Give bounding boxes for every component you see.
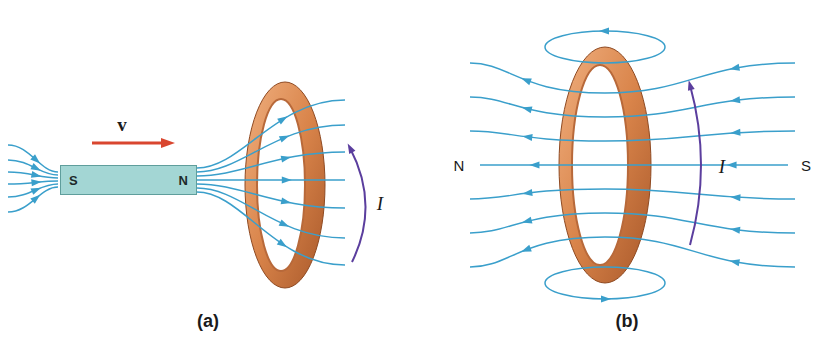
field-line <box>197 152 345 176</box>
pole-label: S <box>801 158 811 173</box>
field-line <box>470 213 795 233</box>
current-arrow <box>690 85 701 245</box>
current-label: I <box>377 194 383 213</box>
bar-magnet: SN <box>60 165 197 195</box>
arrow-head <box>727 162 737 169</box>
arrow-head <box>521 217 532 226</box>
arrow-head <box>522 133 533 141</box>
arrow-head <box>599 27 609 34</box>
arrow-head <box>31 171 42 180</box>
arrow-head <box>529 162 539 169</box>
field-line <box>470 97 795 117</box>
arrow-head <box>161 138 175 148</box>
arrow-head <box>282 177 292 184</box>
field-loop <box>545 267 665 299</box>
field-line <box>197 100 345 168</box>
field-line <box>480 164 788 166</box>
arrow-head <box>30 184 42 194</box>
arrow-head <box>729 64 740 73</box>
field-line <box>8 187 58 212</box>
arrow-head <box>730 96 741 104</box>
arrow-head <box>30 154 42 166</box>
arrow-head <box>730 129 740 137</box>
field-line <box>470 237 795 267</box>
arrow-head <box>31 178 42 186</box>
arrow-head <box>730 226 741 234</box>
current-label: I <box>719 157 725 176</box>
arrow-head <box>279 219 291 229</box>
arrow-head <box>520 75 532 85</box>
panel-label: (b) <box>616 312 639 330</box>
field-line <box>197 179 345 181</box>
arrow-head <box>729 257 740 266</box>
field-line <box>470 131 795 141</box>
arrow-head <box>521 104 532 113</box>
field-line <box>8 184 58 197</box>
arrow-head <box>277 239 289 250</box>
pole-label: N <box>454 158 465 173</box>
arrow-head <box>279 132 291 142</box>
arrow-head <box>281 197 292 206</box>
field-line <box>470 63 795 93</box>
arrow-head <box>277 113 289 124</box>
arrow-head <box>30 192 42 204</box>
field-loop <box>545 31 665 63</box>
pole-letter: N <box>179 173 188 188</box>
current-arrow <box>350 148 366 262</box>
panel-label: (a) <box>197 312 219 330</box>
arrow-head <box>345 142 356 154</box>
field-line <box>470 189 795 199</box>
ring-hole <box>257 99 305 271</box>
field-line <box>197 184 345 208</box>
field-line <box>197 125 345 172</box>
arrow-head <box>685 79 694 90</box>
velocity-label: v <box>117 115 127 134</box>
pole-letter: S <box>69 173 78 188</box>
arrow-head <box>281 154 292 163</box>
arrow-head <box>522 189 533 197</box>
field-line <box>197 188 345 238</box>
arrow-head <box>730 194 740 202</box>
copper-ring <box>245 82 325 288</box>
arrow-head <box>520 245 532 255</box>
arrow-head <box>601 295 611 302</box>
field-line <box>197 192 345 265</box>
velocity-arrow <box>92 142 168 145</box>
